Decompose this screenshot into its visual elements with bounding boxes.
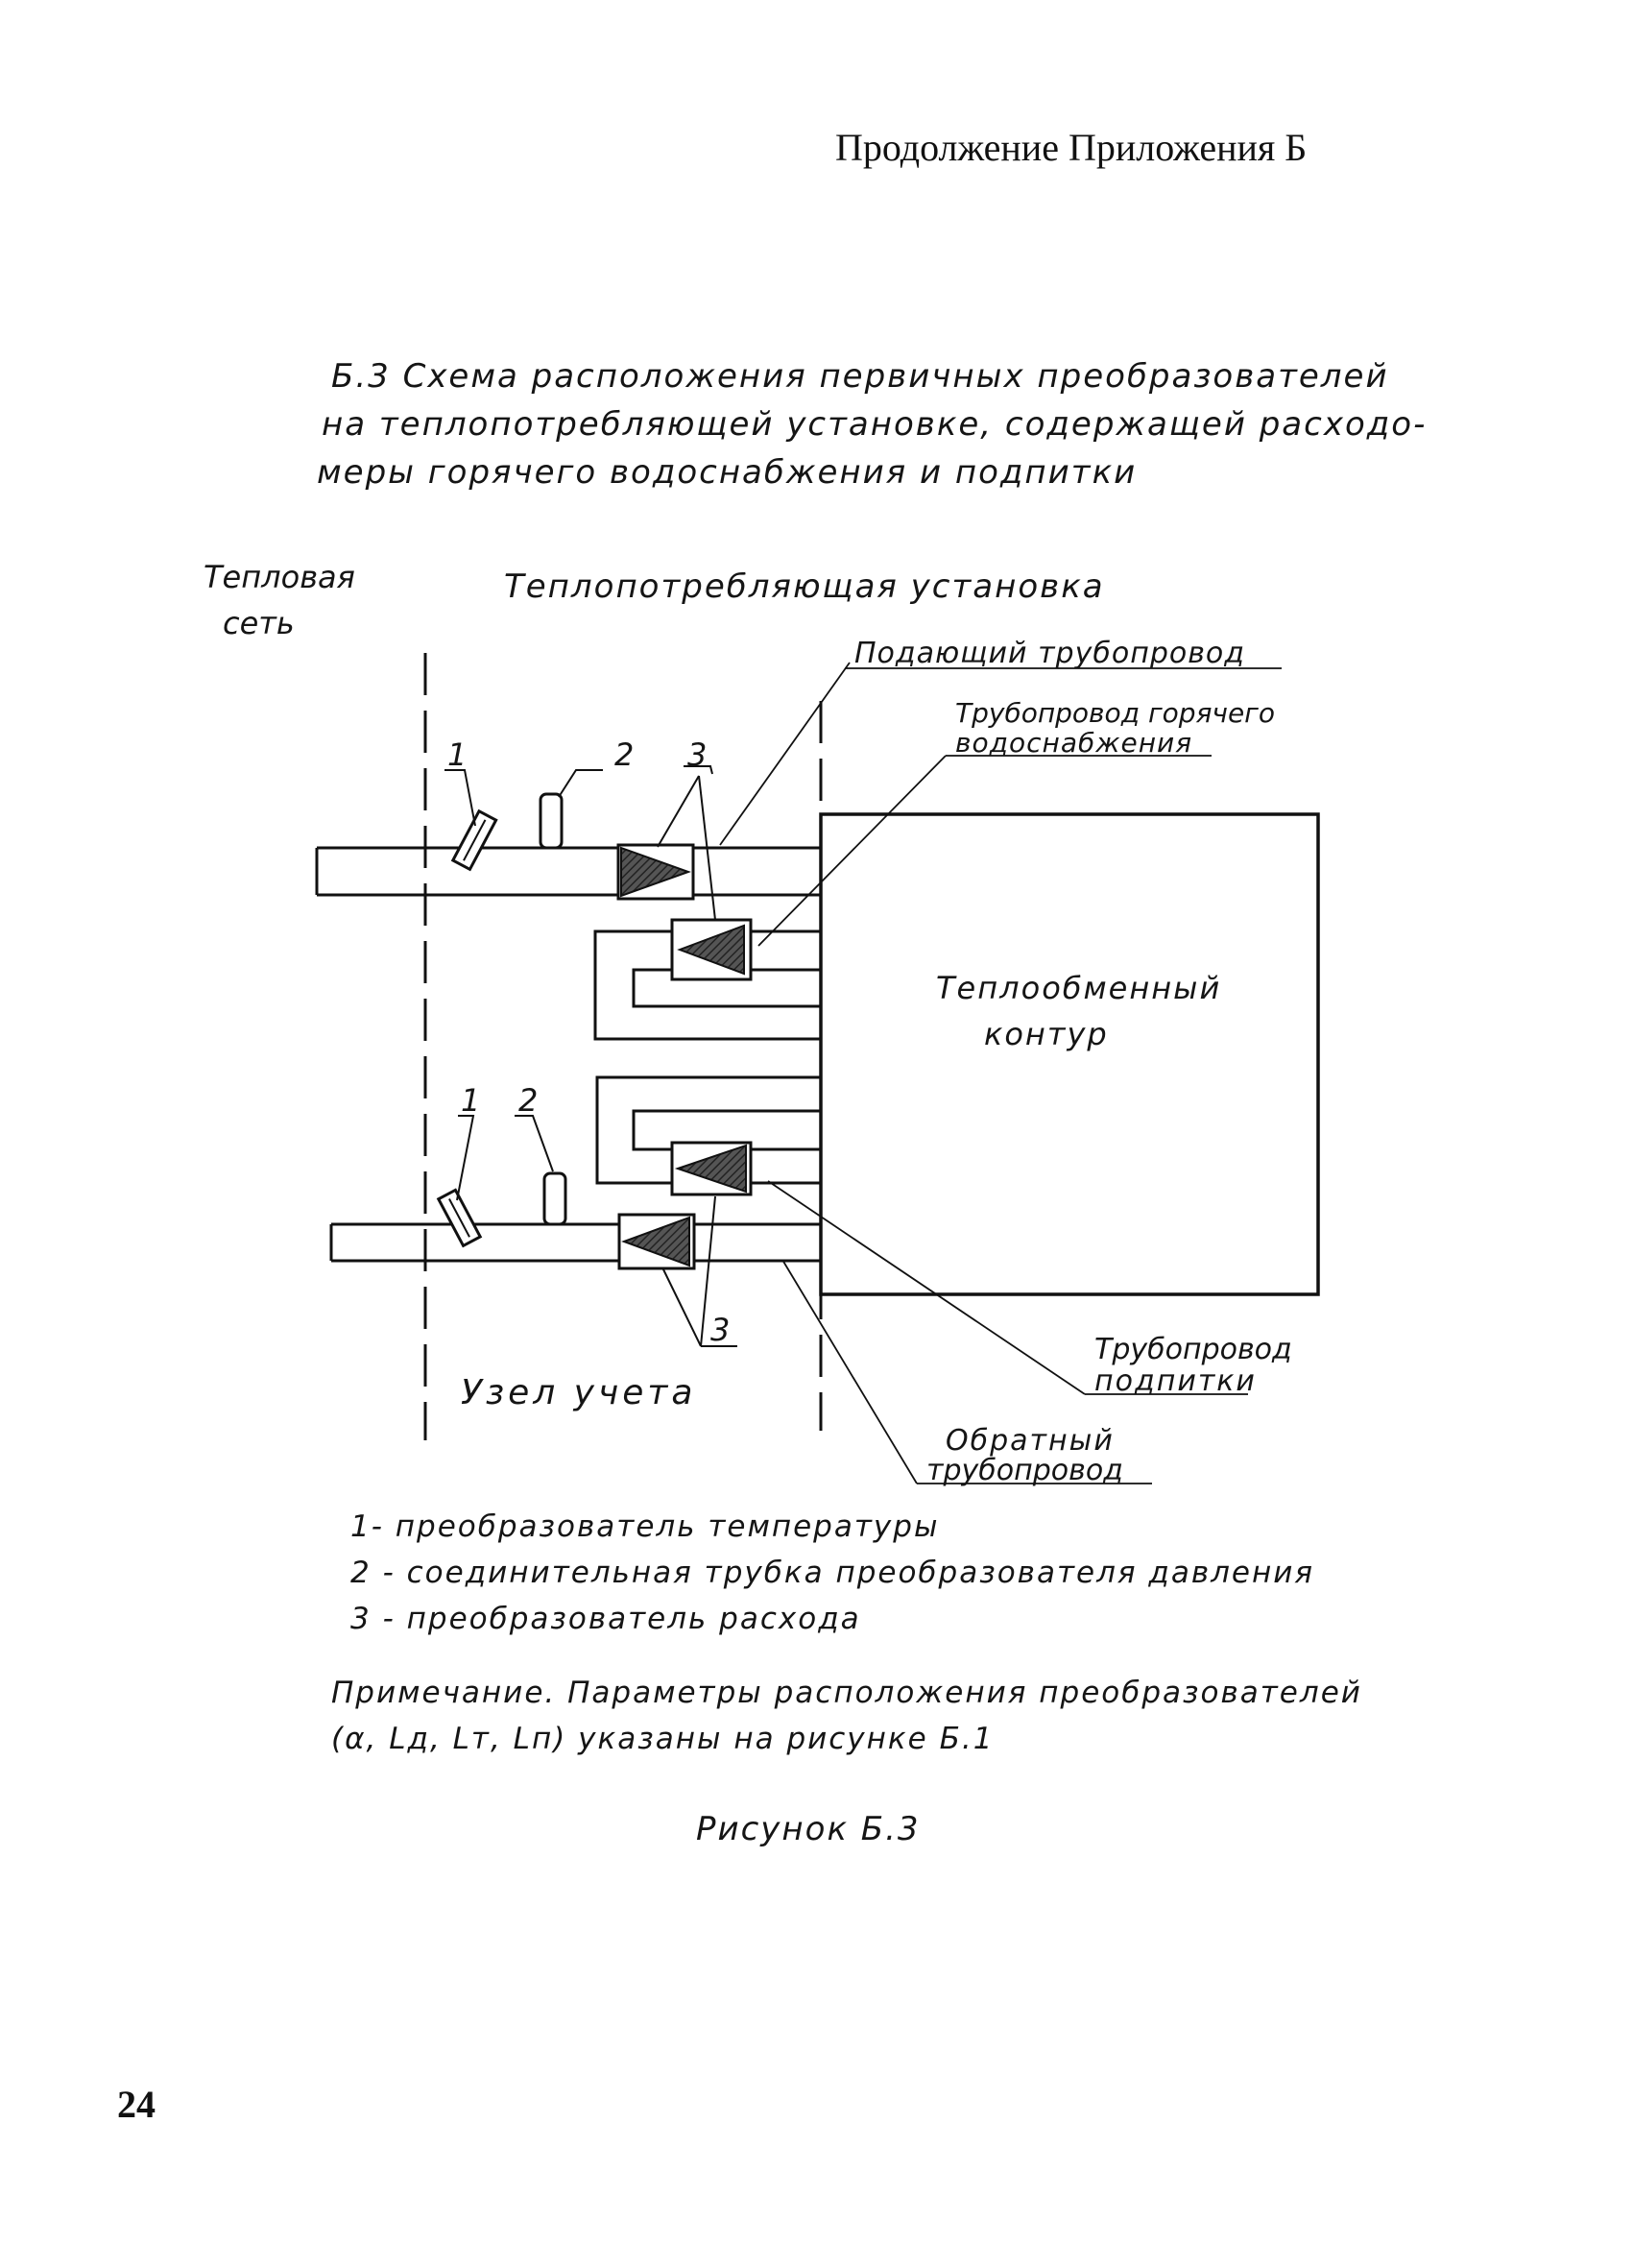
note-line-2: (α, Lд, Lт, Lп) указаны на рисунке Б.1: [331, 1722, 995, 1756]
zone-network-label-2: сеть: [223, 605, 295, 641]
marker-2-supply: 2: [614, 736, 634, 773]
flow-sensor-supply: [616, 843, 695, 901]
legend-item-3: 3 - преобразователь расхода: [350, 1602, 861, 1636]
marker-2-return: 2: [518, 1082, 538, 1119]
zone-network-label-1: Тепловая: [204, 559, 355, 595]
heat-exchange-label-2: контур: [984, 1016, 1109, 1052]
caption-line-1: Б.3 Схема расположения первичных преобра…: [331, 357, 1389, 396]
marker-1-return: 1: [461, 1082, 480, 1119]
return-pipe-label-1: Обратный: [946, 1424, 1115, 1458]
page-number: 24: [117, 2083, 156, 2126]
marker-3-supply: 3: [687, 736, 707, 773]
hot-water-pipe-label-1: Трубопровод горячего: [955, 697, 1275, 729]
heat-exchange-label-1: Теплообменный: [936, 970, 1221, 1006]
temperature-sensor-return: [436, 1188, 483, 1248]
temperature-sensor-supply: [450, 808, 498, 872]
flow-sensor-hot-water: [670, 918, 753, 981]
marker-3-return: 3: [710, 1312, 730, 1348]
makeup-pipe-label-1: Трубопровод: [1094, 1333, 1292, 1366]
heat-exchange-box: [819, 812, 1320, 1296]
metering-node-label: Узел учета: [461, 1373, 696, 1412]
caption-line-2: на теплопотребляющей установке, содержащ…: [322, 405, 1428, 444]
supply-pipe: [315, 846, 821, 897]
legend-item-2: 2 - соединительная трубка преобразовател…: [350, 1556, 1315, 1590]
marker-leaders: [444, 765, 737, 1347]
return-pipe-label-2: трубопровод: [926, 1454, 1123, 1487]
pressure-tube-return: [542, 1171, 567, 1226]
flow-sensor-makeup: [670, 1141, 753, 1196]
hot-water-pipe-label-2: водоснабжения: [955, 727, 1192, 759]
pressure-tube-supply: [539, 792, 564, 850]
page-header: Продолжение Приложения Б: [835, 126, 1308, 169]
pipe-callout-leaders: [719, 662, 1282, 1484]
caption-line-3: меры горячего водоснабжения и подпитки: [317, 453, 1138, 492]
return-pipe: [329, 1222, 821, 1263]
legend-item-1: 1- преобразователь температуры: [350, 1509, 940, 1544]
figure-label: Рисунок Б.3: [696, 1810, 921, 1848]
supply-pipe-label: Подающий трубопровод: [854, 637, 1245, 670]
note-line-1: Примечание. Параметры расположения преоб…: [331, 1676, 1362, 1710]
flow-sensor-return: [617, 1213, 696, 1270]
zone-installation-label: Теплопотребляющая установка: [504, 567, 1105, 606]
makeup-pipe-label-2: подпитки: [1094, 1364, 1257, 1398]
marker-1-supply: 1: [447, 736, 467, 773]
